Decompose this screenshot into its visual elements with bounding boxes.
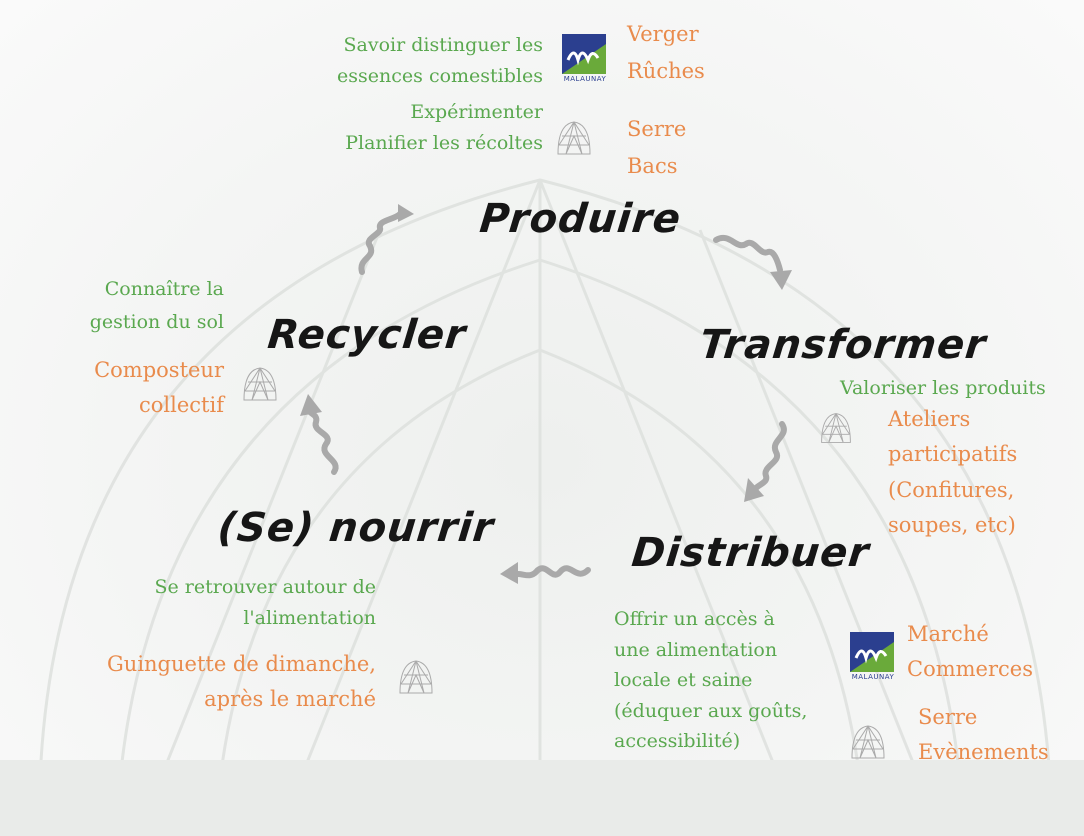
place-line: participatifs <box>888 442 1018 467</box>
cycle-arrow-icon <box>744 421 787 502</box>
dome-icon <box>399 660 433 694</box>
transformer-goal: Valoriser les produits <box>840 377 1046 399</box>
dome-icon <box>821 413 851 443</box>
place-line: Composteur <box>94 358 224 382</box>
stage-recycler: Recycler <box>265 312 469 358</box>
place-line: Ateliers <box>888 407 971 431</box>
distribuer-goal: Offrir un accès à une alimentation local… <box>614 606 834 755</box>
goal-line: Offrir un accès à <box>614 608 775 630</box>
nourrir-goals: Se retrouver autour de l'alimentation <box>154 574 376 631</box>
cycle-arrow-icon <box>500 562 591 584</box>
place-line: (Confitures, <box>888 477 1015 502</box>
cycle-arrow-icon <box>358 204 414 275</box>
transformer-dome-places: Ateliers participatifs (Confitures, soup… <box>888 405 1017 541</box>
place-line: Commerces <box>907 657 1033 682</box>
produire-goals: Savoir distinguer les essences comestibl… <box>337 32 543 156</box>
malaunay-logo: MALAUNAY <box>850 632 896 681</box>
dome-icon <box>557 121 591 155</box>
distribuer-dome-places: Serre Evènements <box>918 703 1049 768</box>
cycle-arrow-icon <box>300 394 339 475</box>
produire-malaunay-places: Verger Rûches <box>627 20 705 87</box>
recycler-dome-places: Composteur collectif <box>94 356 224 421</box>
logo-label: MALAUNAY <box>851 673 895 681</box>
stage-transformer: Transformer <box>697 322 989 368</box>
stage-produire: Produire <box>477 196 684 242</box>
goal-line: Savoir distinguer les <box>343 34 544 56</box>
place-line: Evènements <box>918 740 1049 765</box>
goal-line: accessibilité) <box>614 730 741 753</box>
goal-line: l'alimentation <box>243 606 376 629</box>
place-line: Serre <box>918 705 978 729</box>
distribuer-malaunay-places: Marché Commerces <box>907 620 1033 685</box>
goal-line: Connaître la <box>104 278 224 300</box>
stage-distribuer: Distribuer <box>629 530 872 576</box>
place-line: Bacs <box>627 154 678 179</box>
place-line: après le marché <box>204 687 376 712</box>
malaunay-logo-mark <box>850 632 894 672</box>
dome-icon <box>243 367 277 401</box>
place-line: Verger <box>627 22 699 46</box>
goal-line: essences comestibles <box>337 64 543 87</box>
goal-line: locale et saine <box>614 669 753 692</box>
place-line: Guinguette de dimanche, <box>107 652 376 676</box>
goal-line: (éduquer aux goûts, <box>614 699 808 722</box>
goal-line: Se retrouver autour de <box>154 576 376 598</box>
goal-line: Planifier les récoltes <box>345 131 543 154</box>
place-line: Serre <box>627 117 687 141</box>
nourrir-dome-places: Guinguette de dimanche, après le marché <box>107 650 376 715</box>
malaunay-logo: MALAUNAY <box>562 34 608 83</box>
malaunay-logo-mark <box>562 34 606 74</box>
goal-line: gestion du sol <box>89 310 224 333</box>
produire-dome-places: Serre Bacs <box>627 115 686 182</box>
place-line: Marché <box>907 622 989 646</box>
place-line: collectif <box>139 393 224 418</box>
place-line: soupes, etc) <box>888 513 1016 538</box>
cycle-arrow-icon <box>713 235 792 290</box>
dome-icon <box>851 725 885 759</box>
goal-line: Expérimenter <box>410 101 543 124</box>
place-line: Rûches <box>627 59 705 84</box>
recycler-goals: Connaître la gestion du sol <box>90 276 224 335</box>
logo-label: MALAUNAY <box>563 75 607 83</box>
goal-line: une alimentation <box>614 638 778 661</box>
stage-nourrir: (Se) nourrir <box>215 505 497 551</box>
